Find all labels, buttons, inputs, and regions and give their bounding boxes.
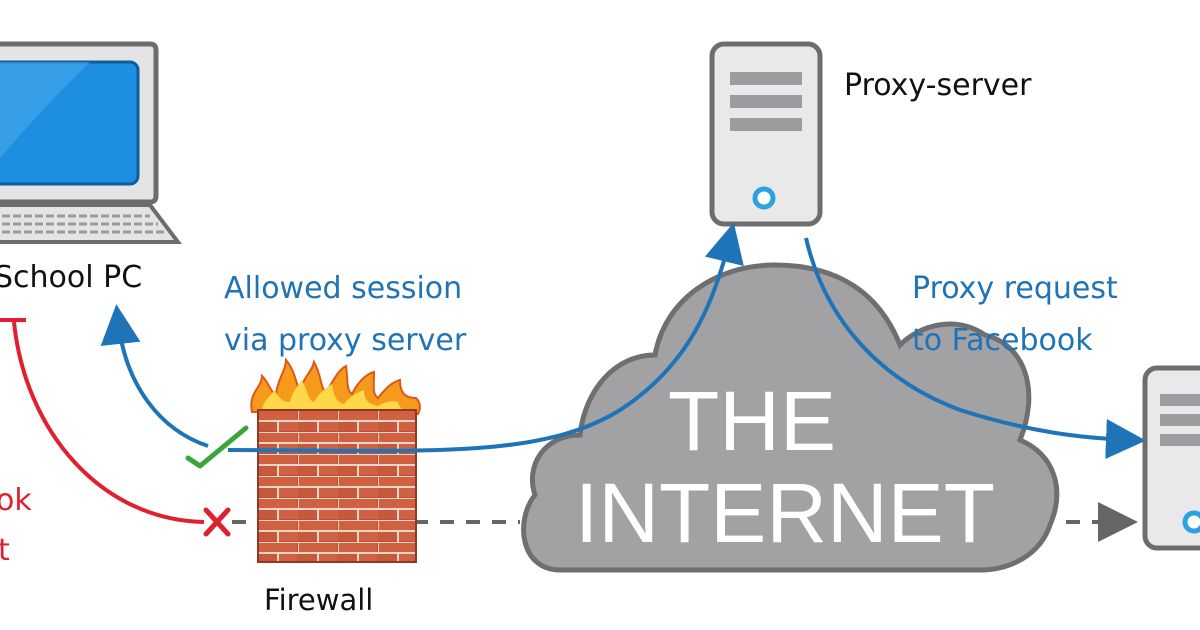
cloud-title-line2: INTERNET [575, 466, 995, 560]
blocked-label-fragment-1: ok [0, 483, 32, 518]
allowed-session-label-line2: via proxy server [224, 323, 467, 358]
proxy-request-label-line2: to Facebook [912, 323, 1093, 358]
pc-keyboard [0, 203, 183, 244]
cross-mark-icon [203, 507, 231, 537]
cloud-title-line1: THE [668, 374, 836, 468]
allowed-session-label-line1: Allowed session [224, 271, 462, 306]
proxy-request-arrow [804, 237, 1146, 460]
destination-server-icon [1142, 365, 1200, 551]
firewall-label: Firewall [264, 583, 373, 617]
internet-cloud [521, 262, 1060, 573]
blocked-attempt-line [12, 321, 205, 524]
allowed-return-arrow [100, 304, 209, 448]
proxy-server-label: Proxy-server [844, 68, 1032, 103]
school-pc-label: School PC [0, 260, 142, 295]
proxy-request-label-line1: Proxy request [912, 271, 1118, 306]
allowed-session-arrow [227, 222, 744, 453]
proxy-server-icon [709, 41, 823, 227]
check-mark-icon [185, 425, 249, 469]
school-pc-icon [0, 41, 183, 244]
blocked-label-fragment-2: t [0, 533, 10, 568]
firewall-icon [250, 357, 421, 563]
